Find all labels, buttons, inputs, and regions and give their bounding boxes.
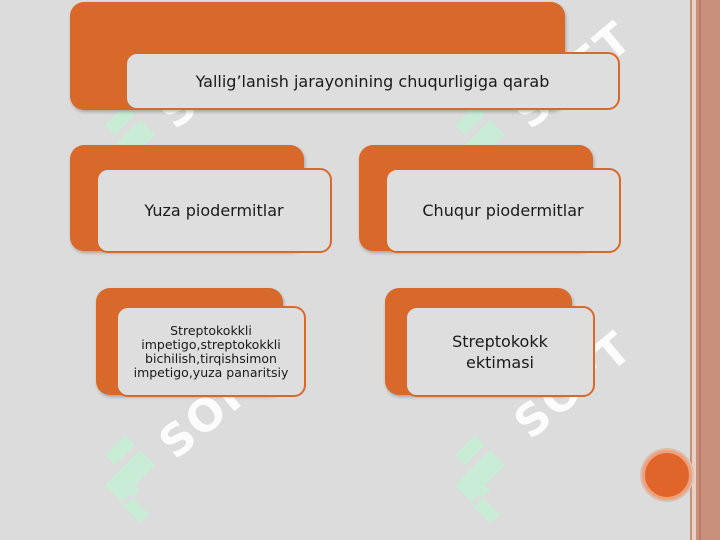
right-branch-node: Chuqur piodermitlar [385,168,621,253]
right-border-decoration [690,0,720,540]
left-child-node: Streptokokkli impetigo,streptokokkli bic… [116,306,306,397]
right-child-label: Streptokokk ektimasi [452,331,548,372]
orange-circle-icon [642,450,692,500]
root-node-label: Yallig’lanish jarayonining chuqurligiga … [195,71,550,91]
right-child-node: Streptokokk ektimasi [405,306,595,397]
soft-logo-icon [455,435,505,523]
right-branch-label: Chuqur piodermitlar [422,201,584,220]
left-child-label: Streptokokkli impetigo,streptokokkli bic… [133,322,289,380]
left-branch-node: Yuza piodermitlar [96,168,332,253]
soft-logo-icon [105,435,155,523]
left-branch-label: Yuza piodermitlar [144,201,284,220]
root-node: Yallig’lanish jarayonining chuqurligiga … [125,52,620,110]
